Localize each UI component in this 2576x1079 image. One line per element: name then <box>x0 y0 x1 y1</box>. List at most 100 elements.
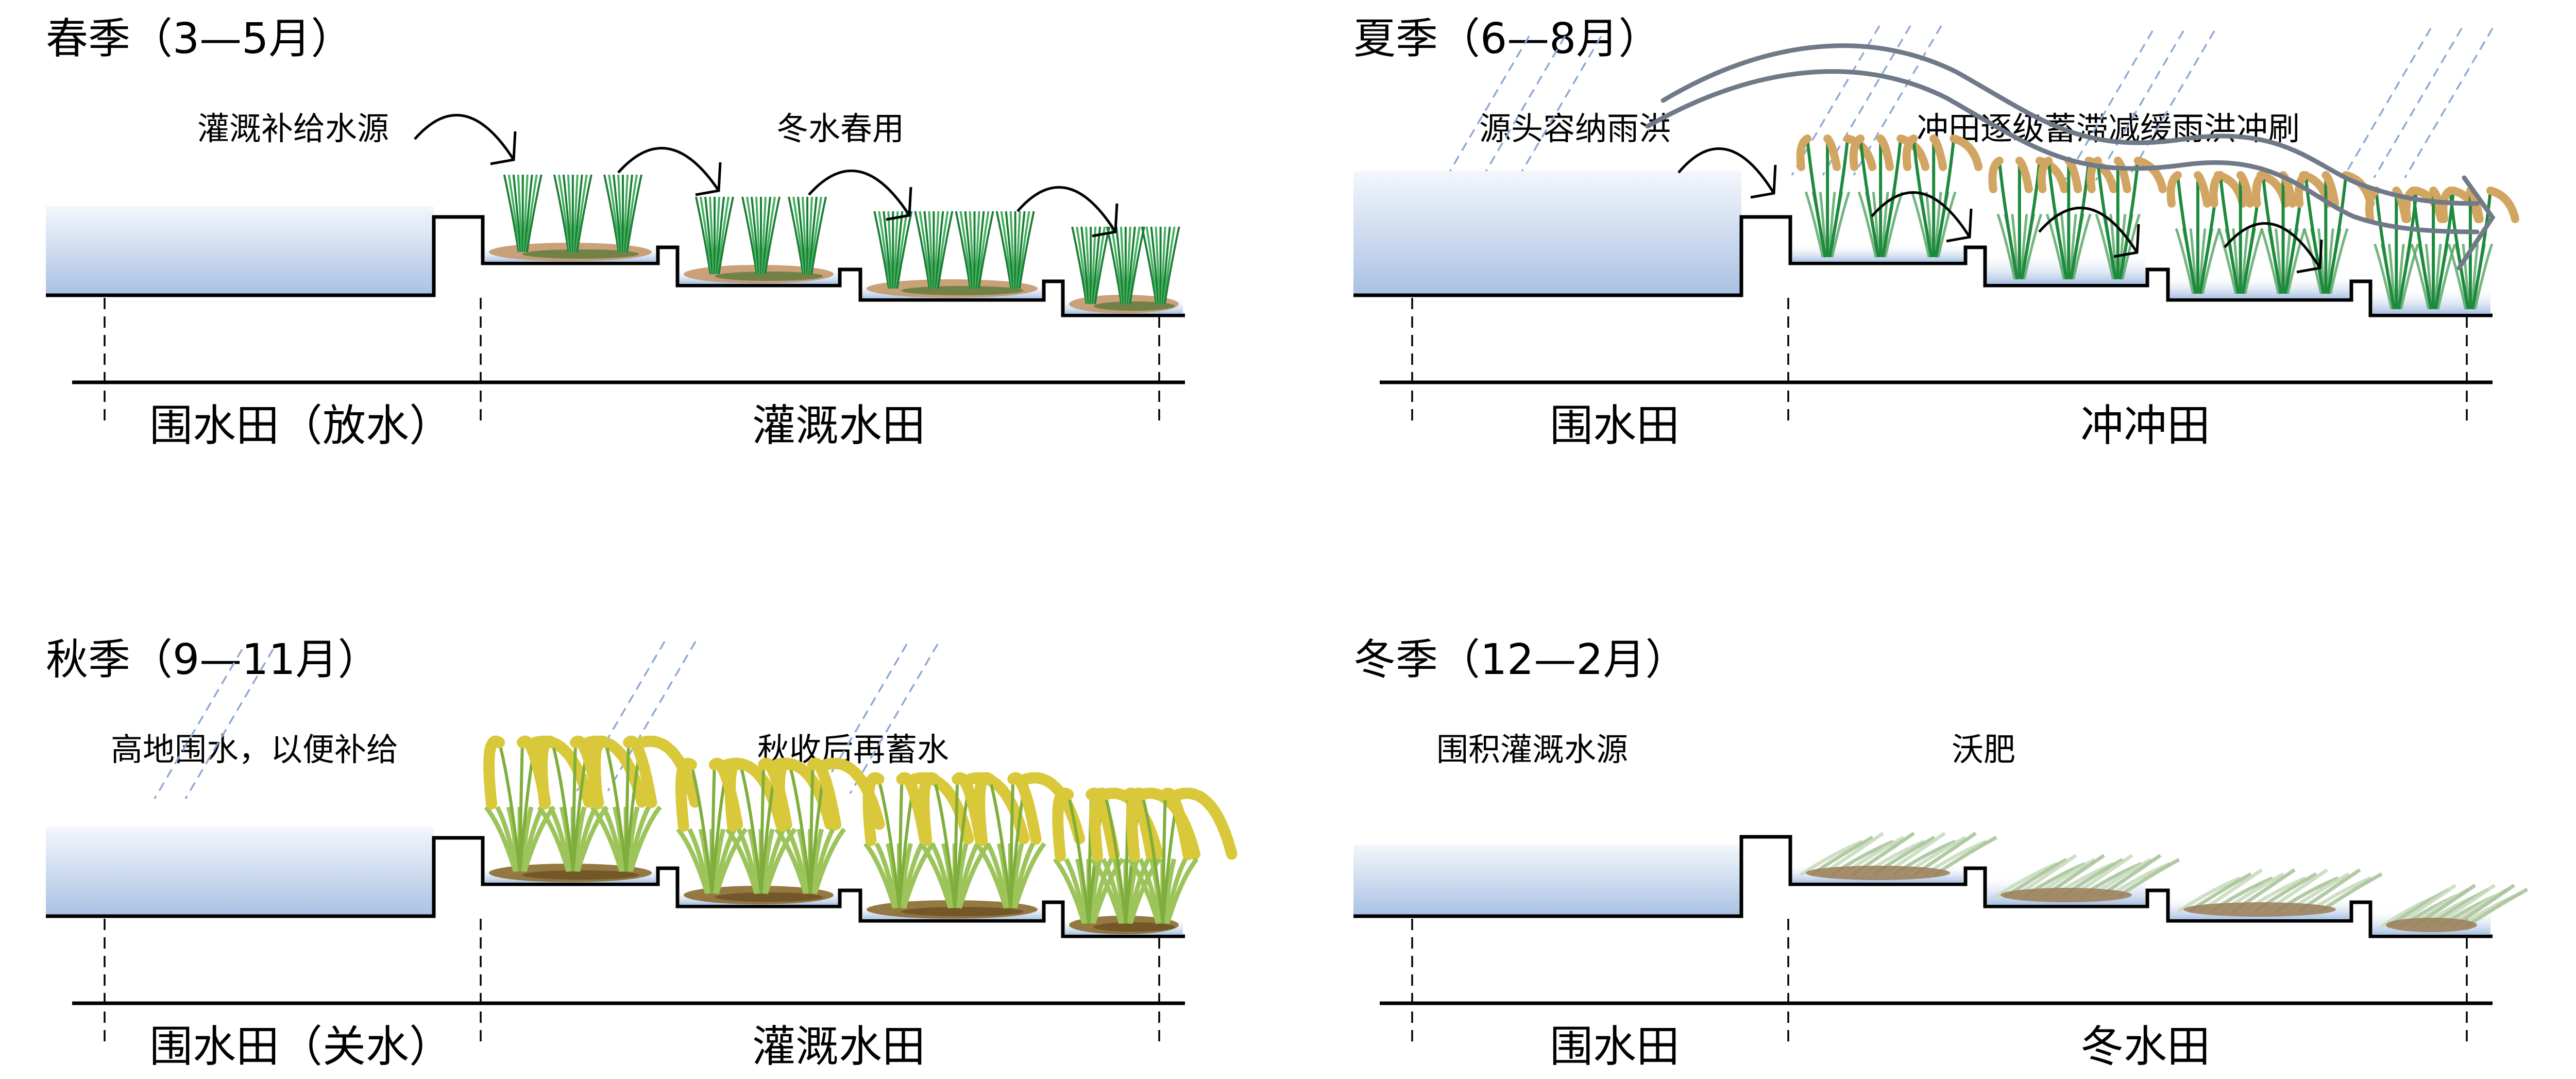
rice-panicle <box>2133 157 2167 193</box>
rice-leaf <box>2109 214 2118 280</box>
seedling-leaf <box>751 196 760 275</box>
rice-panicle <box>2209 171 2225 208</box>
seedling-leaf <box>873 211 890 289</box>
rice-grain-head <box>1052 787 1074 862</box>
seedling-leaf <box>603 174 620 252</box>
rice-stem <box>1066 794 1091 924</box>
rice-stem <box>1161 794 1167 924</box>
rice-panicle <box>2236 171 2254 208</box>
rice-stem <box>953 779 959 908</box>
seedling-leaf <box>995 211 1012 289</box>
rice-leaf <box>1162 858 1177 924</box>
rice-leaf <box>809 828 824 894</box>
rice-leaf <box>2260 228 2280 294</box>
rice-leaf <box>930 842 954 908</box>
hop-arrow-curve <box>1871 191 1971 238</box>
rice-panicle <box>2037 157 2053 193</box>
rice-leaf <box>2387 244 2396 310</box>
rice-leaf <box>495 805 519 872</box>
flow-arrow-head <box>2456 175 2496 271</box>
rice-leaf <box>628 805 662 872</box>
seedling-leaf <box>878 211 891 289</box>
rice-stem <box>933 779 957 908</box>
rice-grain-head <box>1172 787 1238 862</box>
rice-leaf <box>676 828 710 895</box>
seedling-leaf <box>573 174 583 252</box>
terrace-scene <box>1353 25 2519 428</box>
rice-leaf <box>774 828 808 895</box>
hop-arrow-head <box>2113 224 2140 258</box>
rice-leaf <box>537 805 571 872</box>
rice-stem <box>498 742 522 872</box>
pond-water <box>1353 171 1741 295</box>
rice-seedling <box>914 211 954 289</box>
seedling-leaf <box>1141 226 1158 305</box>
terrace-profile-line <box>46 836 1185 938</box>
seedling-leaf <box>1000 211 1013 289</box>
flood-flow-arrow <box>1645 43 2496 271</box>
seedling-leaf <box>624 174 633 252</box>
rice-seedling <box>503 174 543 252</box>
rice-leaf <box>736 828 760 894</box>
rice-leaf <box>2023 213 2043 280</box>
seedling-leaf <box>522 174 529 252</box>
seedling-leaf <box>741 196 758 275</box>
rice-leaf <box>1910 191 1930 258</box>
rice-seedling <box>603 174 642 252</box>
seedling-leaf <box>894 211 904 289</box>
seedling-leaf <box>792 196 805 275</box>
rice-leaf <box>725 828 759 895</box>
rice-grain-head <box>773 757 795 832</box>
rice-leaf <box>1053 857 1087 924</box>
rice-leaf <box>2189 228 2198 294</box>
panel-title: 冬季（12—2月） <box>1353 635 1688 684</box>
seedling-leaf <box>613 174 622 252</box>
rice-leaf <box>2329 228 2349 294</box>
rice-leaf <box>1088 858 1103 924</box>
rice-leaf <box>2470 244 2479 310</box>
right-zone-label: 灌溉水田 <box>752 400 925 451</box>
soil-dark-patch <box>715 272 823 281</box>
right-zone-label: 冬水田 <box>2080 1021 2210 1072</box>
seedling-leaf <box>1018 211 1035 289</box>
seedling-leaf <box>715 196 720 275</box>
rice-stem <box>551 742 575 872</box>
soil-clod <box>2386 918 2477 932</box>
rice-leaf <box>2462 244 2470 310</box>
rice-seedling <box>1071 226 1111 305</box>
hop-arrow-head <box>1092 203 1118 238</box>
left-note: 高地围水，以便补给 <box>111 731 398 768</box>
terrace-profile-line <box>1353 835 2493 938</box>
rain-streak <box>2126 30 2215 181</box>
rain-streak <box>1513 36 1602 186</box>
hop-arrow-curve <box>808 169 911 216</box>
rice-leaf <box>1089 857 1114 924</box>
seedling-leaf <box>709 196 715 275</box>
rice-seedling <box>553 174 592 252</box>
hop-arrow-curve <box>617 147 720 192</box>
rice-grain-head <box>1159 787 1194 862</box>
rice-leaf <box>2201 228 2221 294</box>
rice-plant-ripe <box>589 735 702 872</box>
rice-leaf <box>863 842 897 909</box>
left-zone-label: 围水田（关水） <box>149 1021 452 1072</box>
seedling-leaf <box>935 211 944 289</box>
rice-leaf <box>2275 228 2283 294</box>
seedling-leaf <box>716 196 725 275</box>
rice-panicle <box>1950 134 1983 171</box>
panel-title: 秋季（9—11月） <box>46 635 380 684</box>
rice-leaf <box>2241 228 2249 294</box>
rice-stem <box>1009 779 1015 908</box>
rice-stem <box>2375 190 2396 310</box>
hop-arrow-curve <box>1016 186 1117 233</box>
rice-leaf <box>2232 228 2241 294</box>
rice-leaf <box>1857 191 1877 258</box>
hop-arrow-head <box>695 162 722 196</box>
panel-summer: 夏季（6—8月） 源头容纳雨洪 冲田逐级蓄滞减缓雨洪冲刷 围水田 冲冲田 <box>1353 14 2519 451</box>
seedling-leaf <box>937 211 954 289</box>
rice-leaf <box>1827 192 1836 258</box>
rice-leaf <box>1126 857 1151 924</box>
rice-leaf <box>1125 858 1140 924</box>
seedling-leaf <box>626 174 642 252</box>
